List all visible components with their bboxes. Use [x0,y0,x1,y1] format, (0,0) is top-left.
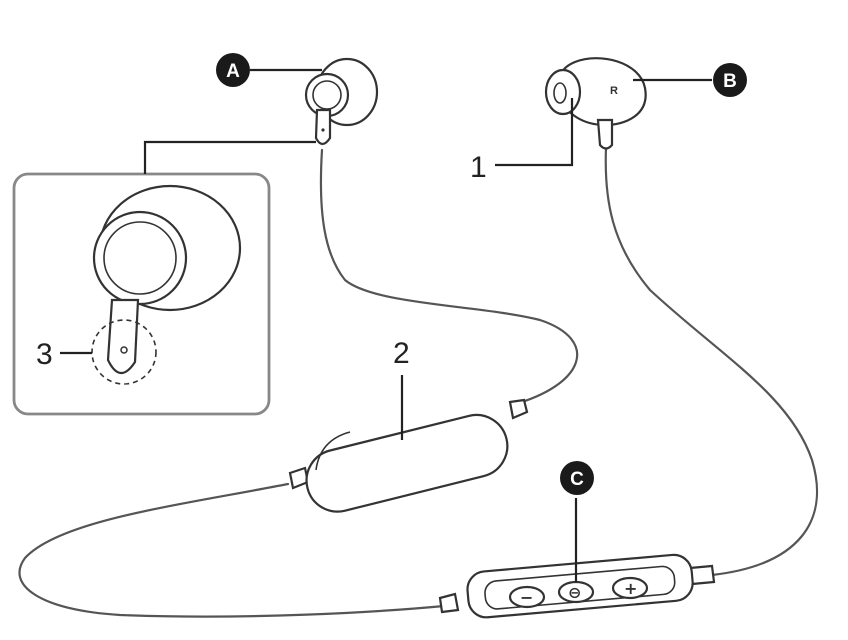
right-earbud: R [544,57,647,150]
svg-text:B: B [723,71,737,92]
svg-text:A: A [226,61,240,82]
neck-cable [18,482,446,618]
callout-1: 1 [470,151,487,184]
callout-3: 3 [36,338,53,371]
svg-text:C: C [570,469,584,490]
callout-2: 2 [393,337,410,370]
svg-text:+: + [624,579,637,598]
cables [18,146,819,618]
svg-text:−: − [520,588,533,607]
badge-c: C [560,461,594,495]
left-earbud [304,57,379,146]
remote-button-plus[interactable]: + [611,576,649,600]
badge-a: A [216,53,250,87]
remote-button-center[interactable]: ⊖ [557,580,595,604]
left-cable [319,148,579,407]
remote-button-minus[interactable]: − [508,585,546,609]
right-cable [604,146,819,577]
svg-text:⊖: ⊖ [568,583,581,602]
right-earbud-mark: R [610,85,618,97]
battery-unit [288,398,529,513]
remote-control: − ⊖ + [438,553,716,619]
inset-detail [12,140,316,416]
badge-b: B [713,63,747,97]
leader-lines [60,68,712,582]
